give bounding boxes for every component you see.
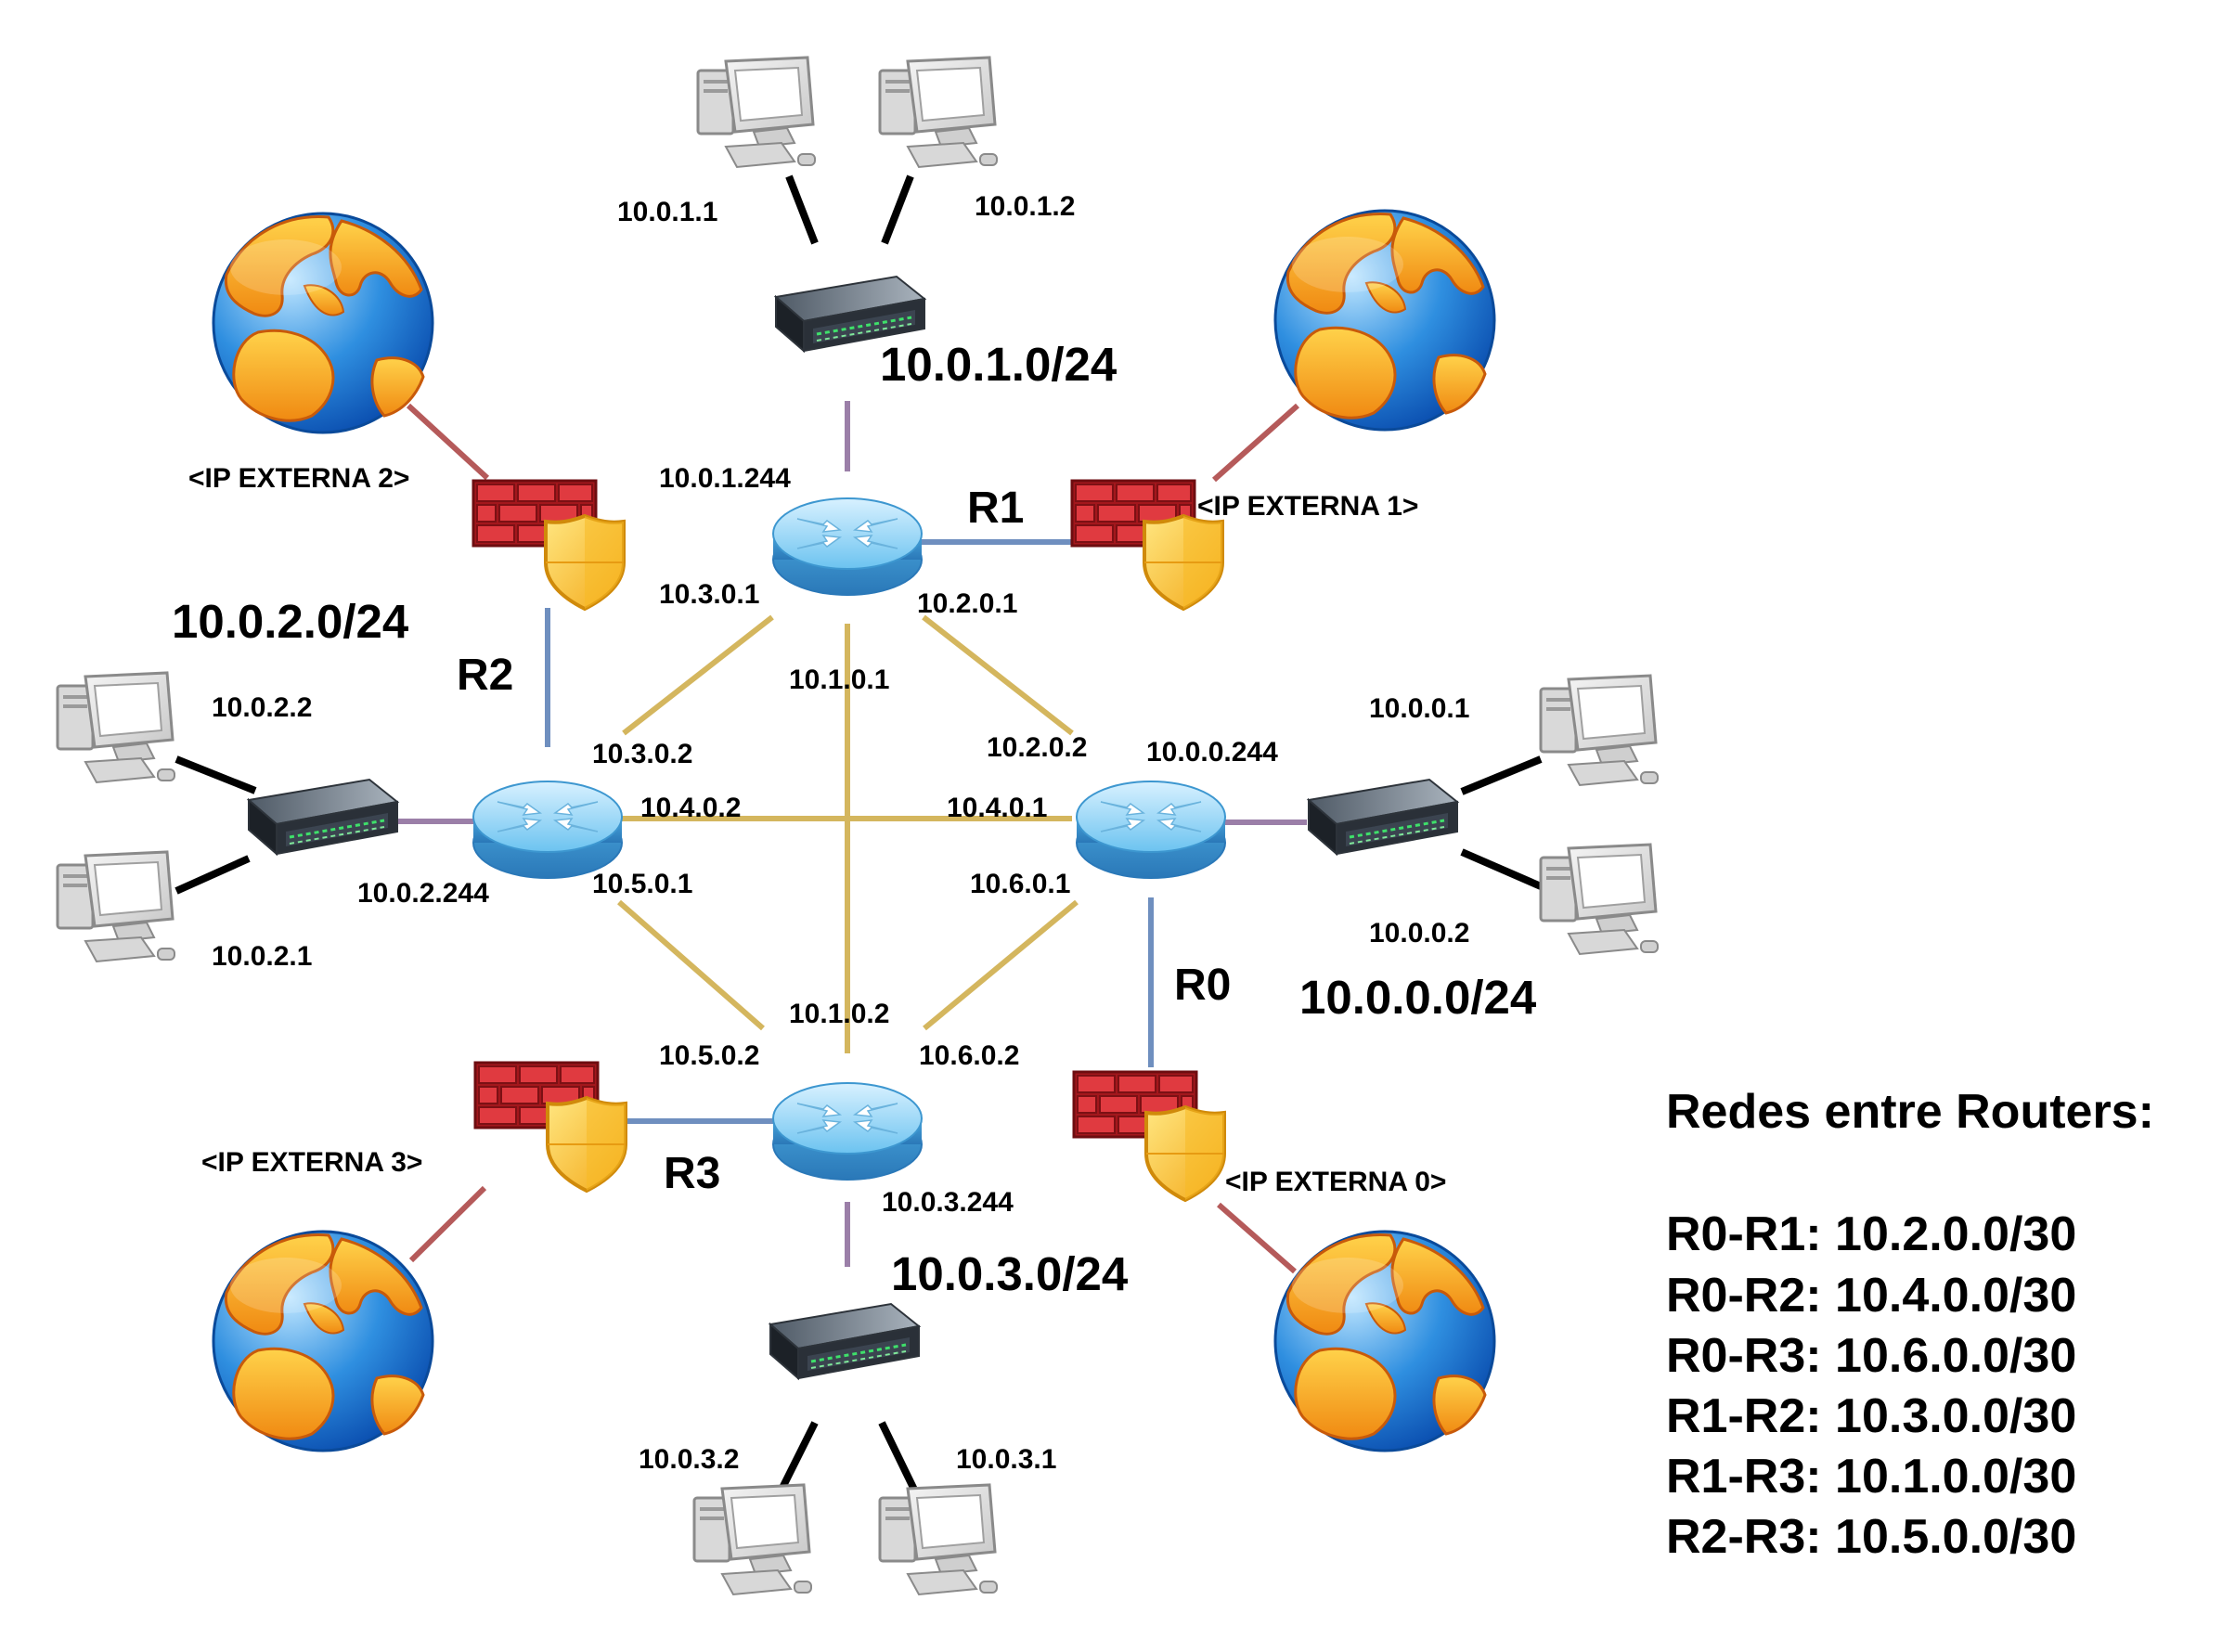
globe-icon xyxy=(1273,209,1496,432)
computer-icon xyxy=(878,56,999,169)
switch-icon xyxy=(247,778,399,856)
external-ip-r3: <IP EXTERNA 3> xyxy=(201,1147,422,1178)
router-label-r3: R3 xyxy=(664,1149,720,1198)
lan-network-r1: 10.0.1.0/24 xyxy=(880,338,1118,391)
link-ip-label: 10.5.0.2 xyxy=(659,1040,759,1071)
host-ip-label: 10.0.0.1 xyxy=(1369,693,1469,724)
legend-item: R1-R3: 10.1.0.0/30 xyxy=(1666,1450,2076,1504)
computer-icon xyxy=(878,1483,999,1596)
link-r1-r0 xyxy=(922,614,1074,736)
gateway-ip-label: 10.0.1.244 xyxy=(659,463,791,494)
host-ip-label: 10.0.1.1 xyxy=(617,197,717,227)
legend-item: R2-R3: 10.5.0.0/30 xyxy=(1666,1510,2076,1564)
gateway-ip-label: 10.0.3.244 xyxy=(882,1187,1014,1218)
link-host-r2-b xyxy=(174,855,251,895)
link-fw2-internet xyxy=(406,403,490,481)
inter-router-links xyxy=(617,614,1079,1053)
host-ip-label: 10.0.2.1 xyxy=(212,941,312,972)
lan-network-r0: 10.0.0.0/24 xyxy=(1299,971,1537,1024)
link-host-r1-a xyxy=(785,174,819,245)
link-ip-label: 10.6.0.2 xyxy=(919,1040,1019,1071)
link-ip-label: 10.2.0.2 xyxy=(987,732,1087,763)
host-ip-label: 10.0.3.1 xyxy=(956,1444,1056,1475)
host-links xyxy=(174,174,1543,1491)
computer-icon xyxy=(56,671,176,784)
router-label-r1: R1 xyxy=(967,484,1024,533)
router-icon xyxy=(1076,781,1226,879)
link-host-r3-b xyxy=(878,1421,918,1491)
legend-item: R1-R2: 10.3.0.0/30 xyxy=(1666,1389,2076,1443)
router-icon xyxy=(772,1082,923,1181)
firewall-icon xyxy=(473,1061,627,1193)
host-ip-label: 10.0.1.2 xyxy=(975,191,1075,222)
link-ip-label: 10.3.0.2 xyxy=(592,739,692,769)
host-ip-label: 10.0.0.2 xyxy=(1369,918,1469,949)
external-ip-r1: <IP EXTERNA 1> xyxy=(1197,491,1418,522)
lan-network-r3: 10.0.3.0/24 xyxy=(891,1247,1129,1300)
link-fw1-internet xyxy=(1212,403,1299,483)
link-ip-label: 10.4.0.2 xyxy=(640,793,741,823)
firewall-links xyxy=(545,539,1154,1124)
globe-icon xyxy=(212,212,434,434)
link-host-r0-a xyxy=(1460,755,1543,795)
gateway-ip-label: 10.0.2.244 xyxy=(357,878,489,909)
computer-icon xyxy=(692,1483,813,1596)
link-host-r1-b xyxy=(881,174,914,245)
link-ip-label: 10.2.0.1 xyxy=(917,588,1017,619)
link-host-r2-a xyxy=(174,755,257,794)
link-ip-label: 10.6.0.1 xyxy=(970,869,1070,899)
legend-item: R0-R3: 10.6.0.0/30 xyxy=(1666,1329,2076,1383)
switch-icon xyxy=(769,1302,921,1380)
computer-icon xyxy=(1539,674,1660,787)
computer-icon xyxy=(696,56,817,169)
globe-icon xyxy=(1273,1230,1496,1452)
gateway-ip-label: 10.0.0.244 xyxy=(1146,737,1278,768)
link-fw0-internet xyxy=(1217,1202,1297,1274)
link-ip-label: 10.3.0.1 xyxy=(659,579,759,610)
router-label-r0: R0 xyxy=(1174,961,1231,1010)
link-host-r3-a xyxy=(778,1421,819,1491)
link-r0-r3 xyxy=(923,899,1079,1031)
external-ip-r0: <IP EXTERNA 0> xyxy=(1225,1167,1446,1197)
link-ip-label: 10.1.0.2 xyxy=(789,999,889,1029)
lan-links xyxy=(396,401,1307,1267)
computer-icon xyxy=(56,850,176,963)
legend-item: R0-R2: 10.4.0.0/30 xyxy=(1666,1269,2076,1323)
link-host-r0-b xyxy=(1460,848,1543,890)
link-ip-label: 10.4.0.1 xyxy=(947,793,1047,823)
computer-icon xyxy=(1539,843,1660,956)
link-fw3-internet xyxy=(408,1185,487,1263)
firewall-icon xyxy=(472,479,626,611)
legend-item: R0-R1: 10.2.0.0/30 xyxy=(1666,1207,2076,1261)
legend-title: Redes entre Routers: xyxy=(1666,1085,2154,1139)
router-label-r2: R2 xyxy=(457,651,513,700)
link-ip-label: 10.5.0.1 xyxy=(592,869,692,899)
host-ip-label: 10.0.3.2 xyxy=(639,1444,739,1475)
switch-icon xyxy=(1307,778,1459,856)
globe-icon xyxy=(212,1230,434,1452)
router-icon xyxy=(472,781,623,879)
host-ip-label: 10.0.2.2 xyxy=(212,692,312,723)
internet-links xyxy=(406,403,1299,1274)
lan-network-r2: 10.0.2.0/24 xyxy=(172,595,409,648)
firewall-icon xyxy=(1072,1070,1226,1202)
router-icon xyxy=(772,497,923,596)
legend: Redes entre Routers: R0-R1: 10.2.0.0/30 … xyxy=(1666,1085,2154,1564)
external-ip-r2: <IP EXTERNA 2> xyxy=(188,463,409,494)
link-r2-r3 xyxy=(617,899,765,1031)
link-ip-label: 10.1.0.1 xyxy=(789,665,889,695)
link-r1-r2 xyxy=(622,614,774,736)
